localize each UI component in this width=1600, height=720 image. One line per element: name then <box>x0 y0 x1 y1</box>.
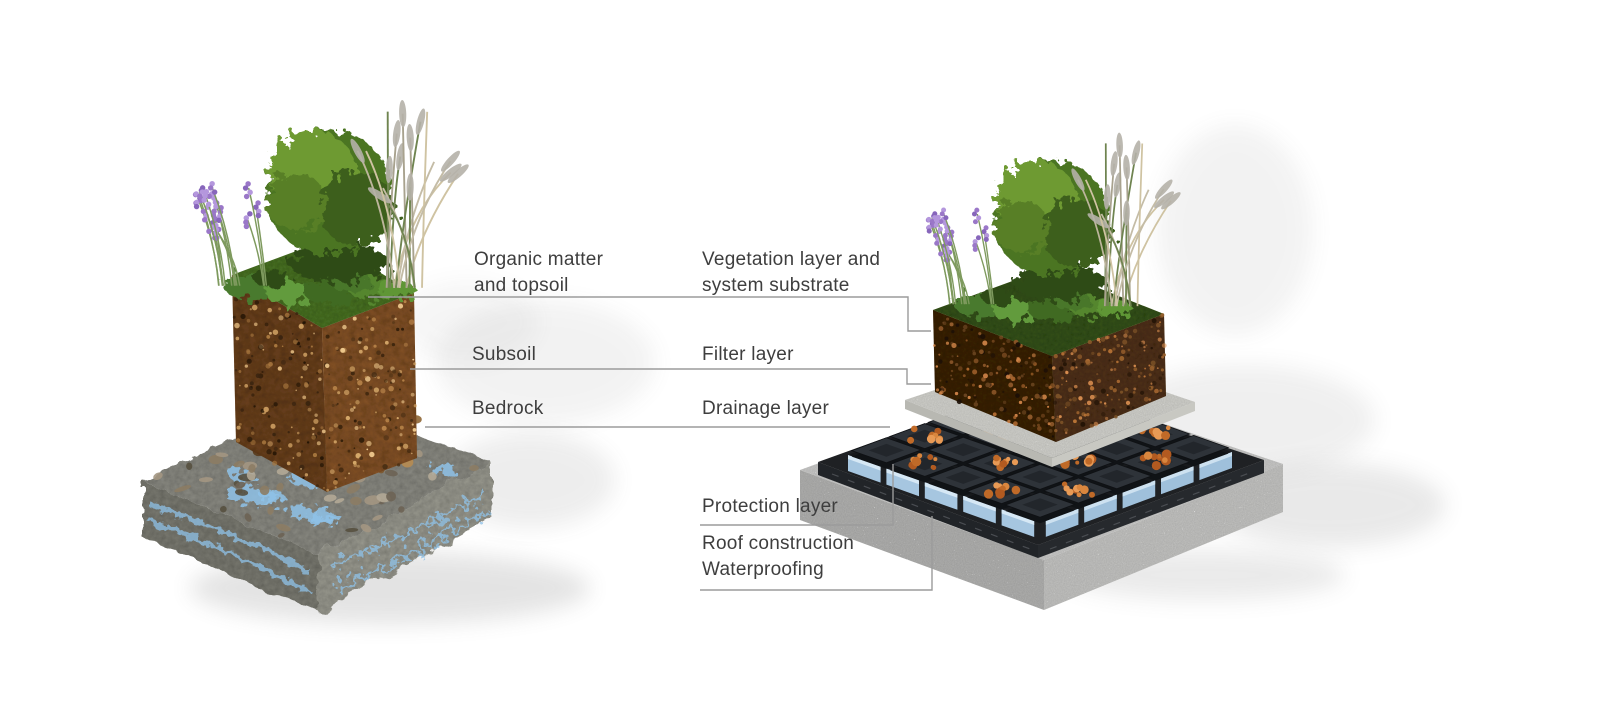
label-vegetation-substrate: Vegetation layer and system substrate <box>702 247 880 299</box>
water-retention-cells <box>848 452 1232 537</box>
label-line: system substrate <box>702 275 850 296</box>
natural-ground-illustration <box>142 100 492 612</box>
leader-lines <box>368 296 933 591</box>
green-roof-illustration <box>800 133 1283 610</box>
label-bedrock: Bedrock <box>472 396 543 422</box>
label-filter-layer: Filter layer <box>702 342 794 368</box>
label-line: Filter layer <box>702 344 794 365</box>
leader-topsoil-vegetation <box>368 296 931 332</box>
label-line: Vegetation layer and <box>702 249 881 270</box>
leader-protection <box>700 464 894 526</box>
label-line: Waterproofing <box>702 559 824 580</box>
substrate-texture-dots <box>933 313 1167 438</box>
label-organic-matter-topsoil: Organic matter and topsoil <box>474 247 603 299</box>
label-line: Drainage layer <box>702 398 830 419</box>
label-subsoil: Subsoil <box>472 342 536 368</box>
label-line: Protection layer <box>702 496 839 517</box>
label-line: Organic matter <box>474 249 604 270</box>
label-line: Bedrock <box>472 398 544 419</box>
plants-left <box>193 100 471 306</box>
leader-subsoil-filter <box>410 368 931 385</box>
label-line: Subsoil <box>472 344 537 365</box>
label-line: Roof construction <box>702 533 855 554</box>
plants-right <box>926 133 1183 323</box>
label-protection-layer: Protection layer <box>702 494 838 520</box>
shadows <box>190 125 1445 624</box>
label-drainage-layer: Drainage layer <box>702 396 829 422</box>
label-line: and topsoil <box>474 275 569 296</box>
leader-roof-construction <box>700 516 933 591</box>
label-roof-construction-waterproofing: Roof construction Waterproofing <box>702 531 854 583</box>
